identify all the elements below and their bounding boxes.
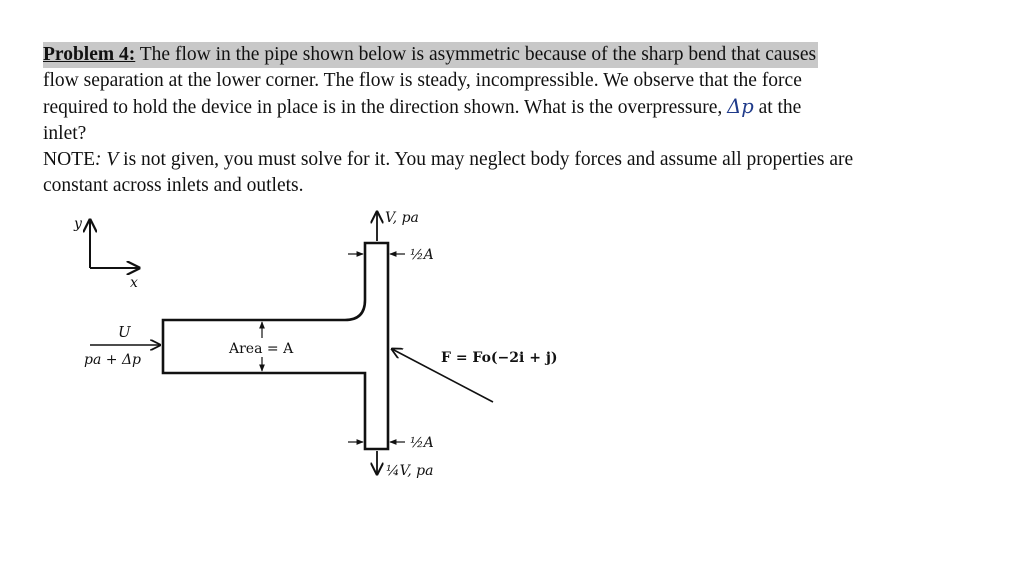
force-arrow (392, 349, 494, 403)
problem-line-3: required to hold the device in place is … (43, 95, 802, 118)
note-label: NOTE (43, 149, 95, 170)
inlet-annotations: U pa + Δp Area = A (84, 321, 294, 372)
problem-line-4: inlet? (43, 123, 87, 144)
note-line-1: NOTE: V is not given, you must solve for… (43, 149, 854, 170)
delta-p-symbol: Δp (727, 95, 754, 118)
x-axis-label: x (130, 275, 138, 291)
inlet-area-label: Area = A (228, 341, 294, 357)
inlet-velocity-label: U (118, 323, 132, 341)
top-outlet-flow-label: V, pa (385, 210, 419, 226)
problem-text: Problem 4: The flow in the pipe shown be… (43, 42, 1003, 199)
bottom-outlet-flow-label: ¼V, pa (386, 463, 433, 479)
problem-line-2: flow separation at the lower corner. The… (43, 70, 802, 91)
problem-label: Problem 4: (43, 44, 136, 65)
note-variable: V (106, 149, 119, 170)
top-outlet-area-label: ½A (410, 247, 434, 263)
note-line-2: constant across inlets and outlets. (43, 175, 304, 196)
bottom-outlet-annotations: ¼V, pa ½A (348, 435, 434, 479)
coordinate-axes: y x (73, 216, 139, 291)
inlet-pressure-label: pa + Δp (84, 352, 141, 368)
problem-line-1: Problem 4: The flow in the pipe shown be… (43, 42, 1003, 68)
force-label: F = Fo(−2i + j) (441, 350, 558, 366)
y-axis-label: y (73, 216, 83, 232)
bottom-outlet-area-label: ½A (410, 435, 434, 451)
force-annotation: F = Fo(−2i + j) (392, 349, 558, 403)
pipe-outline (161, 241, 390, 451)
top-outlet-annotations: V, pa ½A (348, 210, 434, 263)
highlighted-statement: Problem 4: The flow in the pipe shown be… (43, 42, 819, 68)
